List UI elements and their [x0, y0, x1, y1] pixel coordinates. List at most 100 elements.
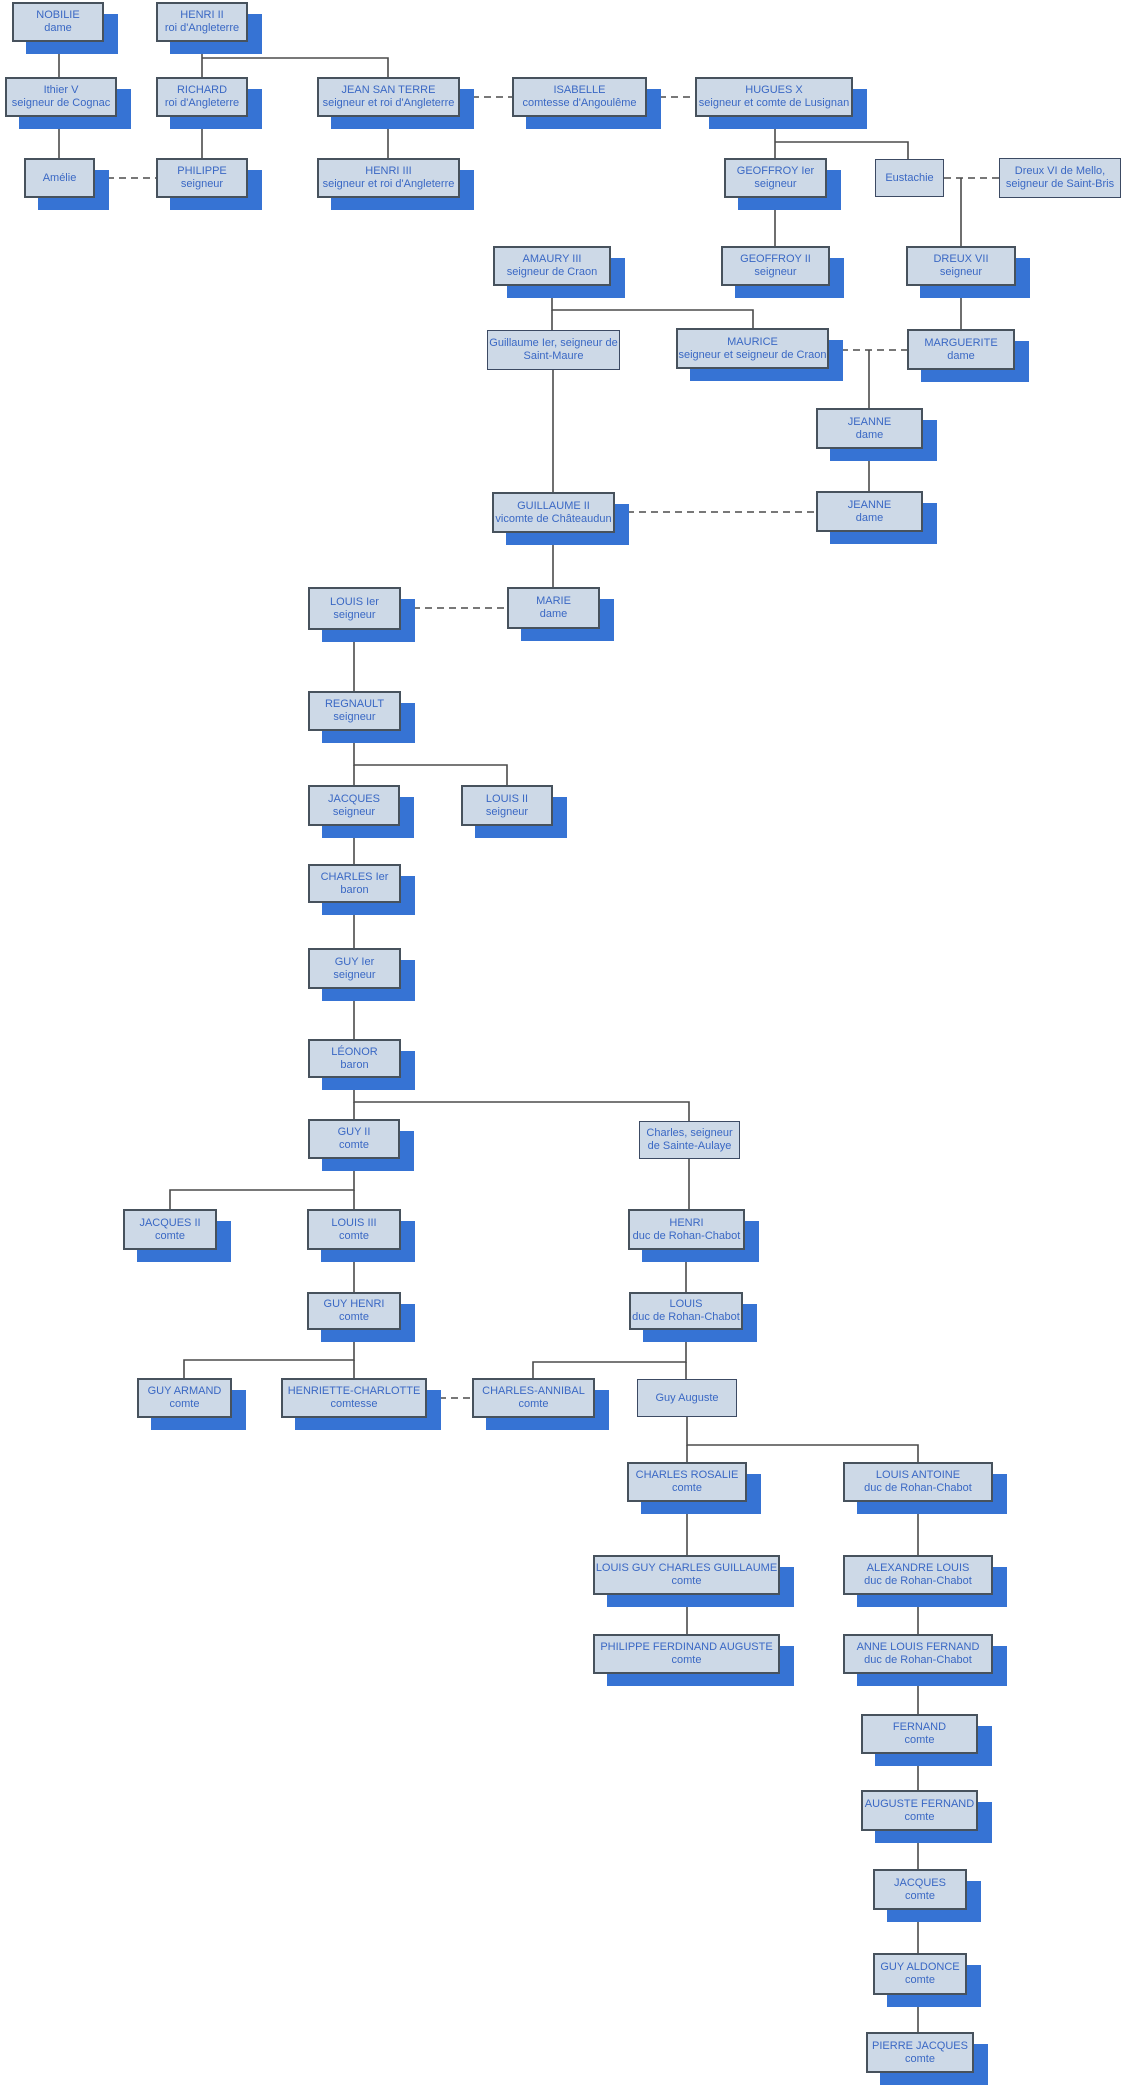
person-name: GUILLAUME II: [517, 499, 590, 512]
person-name: GUY ARMAND: [147, 1385, 222, 1397]
person-title: comtesse d'Angoulême: [522, 97, 637, 109]
person-title: comte: [905, 2052, 935, 2065]
person-title: seigneur: [754, 178, 797, 190]
person-name: REGNAULT: [324, 698, 385, 710]
person-name: MAURICE: [727, 335, 778, 348]
tree-node-dreux-vi[interactable]: Dreux VI de Mello,seigneur de Saint-Bris: [999, 158, 1121, 198]
person-title: de Sainte-Aulaye: [647, 1140, 732, 1152]
person-title: duc de Rohan-Chabot: [864, 1575, 972, 1587]
person-name: HENRI III: [365, 165, 412, 177]
person-name: ANNE LOUIS FERNAND: [856, 1641, 980, 1653]
person-name: PHILIPPE: [177, 165, 227, 177]
person-title: seigneur et roi d'Angleterre: [322, 178, 455, 190]
person-name: Ithier V: [43, 84, 79, 96]
person-name: GEOFFROY Ier: [736, 165, 815, 177]
person-title: comte: [671, 1575, 702, 1587]
person-title: baron: [340, 883, 369, 896]
person-title: seigneur: [332, 805, 376, 818]
person-name: Amélie: [42, 171, 77, 184]
person-title: comte: [672, 1482, 702, 1494]
person-title: duc de Rohan-Chabot: [632, 1229, 741, 1242]
person-title: seigneur et comte de Lusignan: [698, 97, 850, 109]
person-title: comte: [339, 1139, 369, 1151]
person-name: FERNAND: [892, 1721, 947, 1733]
person-name: GUY ALDONCE: [880, 1961, 960, 1973]
person-name: Guillaume Ier, seigneur de: [489, 337, 618, 349]
person-title: comtesse: [330, 1398, 378, 1410]
person-title: comte: [905, 1889, 935, 1902]
person-name: JACQUES: [328, 792, 380, 805]
person-name: GUY II: [337, 1126, 371, 1138]
tree-node-eustachie[interactable]: Eustachie: [875, 159, 944, 197]
person-name: GUY HENRI: [323, 1298, 385, 1310]
person-name: HENRI II: [180, 9, 224, 21]
person-name: GEOFFROY II: [740, 253, 811, 265]
person-title: seigneur: [333, 608, 376, 621]
person-title: duc de Rohan-Chabot: [864, 1654, 972, 1666]
descent-connector: [353, 1078, 690, 1121]
descent-connector: [686, 1417, 919, 1462]
person-name: LOUIS ANTOINE: [875, 1469, 961, 1481]
tree-node-amelie[interactable]: Amélie: [24, 158, 95, 198]
person-name: AMAURY III: [522, 253, 582, 265]
descent-connector: [353, 731, 508, 785]
person-title: seigneur: [333, 711, 376, 723]
person-name: Charles, seigneur: [646, 1127, 733, 1139]
person-name: LOUIS GUY CHARLES GUILLAUME: [595, 1562, 778, 1574]
person-name: CHARLES Ier: [320, 870, 389, 883]
person-title: comte: [155, 1229, 185, 1242]
tree-node-guy-auguste[interactable]: Guy Auguste: [637, 1379, 737, 1417]
person-title: comte: [905, 1974, 935, 1986]
person-title: seigneur de Saint-Bris: [1005, 178, 1115, 190]
